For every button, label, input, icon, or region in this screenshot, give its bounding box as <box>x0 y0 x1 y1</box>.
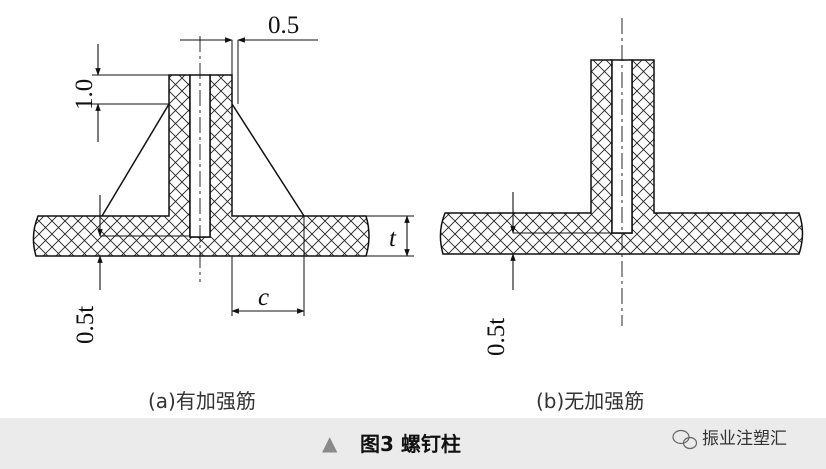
title-band <box>0 418 826 469</box>
caption-a: (a)有加强筋 <box>148 389 256 413</box>
diagram-a <box>32 36 414 316</box>
diagram-b <box>439 18 804 326</box>
rib-left-a <box>101 103 170 217</box>
caption-b: (b)无加强筋 <box>536 389 644 413</box>
watermark-text: 振业注塑汇 <box>702 429 787 449</box>
figure-title: 图3 螺钉柱 <box>360 432 461 456</box>
dim-top-gap: 0.5 <box>268 12 299 39</box>
wechat-icon <box>672 429 698 450</box>
dim-root-a: 0.5t <box>72 306 99 344</box>
rib-right-a <box>231 103 305 217</box>
dim-wall-t: t <box>389 225 397 252</box>
dim-rib-c: c <box>258 284 269 311</box>
dim-head-height: 1.0 <box>71 79 98 110</box>
dim-root-b: 0.5t <box>483 318 510 356</box>
title-marker-icon: ▲ <box>322 431 338 455</box>
